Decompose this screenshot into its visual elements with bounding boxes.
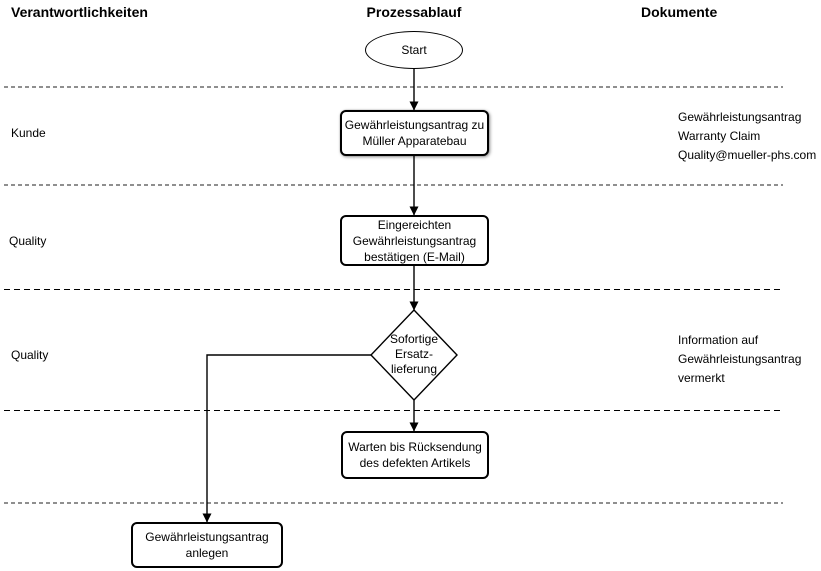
lane-divider-5 [4, 502, 783, 504]
process-box-warranty-claim-to-mueller: Gewährleistungsantrag zu Müller Apparate… [340, 110, 489, 156]
decision-diamond-label: Sofortige Ersatz- lieferung [389, 332, 439, 376]
lane-divider-2 [4, 184, 783, 186]
column-header-documents: Dokumente [641, 4, 718, 20]
process-box-create-claim: Gewährleistungsantrag anlegen [131, 522, 283, 568]
process-box-confirm-claim: Eingereichten Gewährleistungsantrag best… [340, 215, 489, 266]
connector-decision-to-box4 [202, 354, 371, 523]
decision-diamond-shape [370, 308, 458, 402]
responsible-label-kunde: Kunde [11, 126, 46, 140]
process-box-wait-for-return: Warten bis Rücksendung des defekten Arti… [341, 431, 489, 479]
lane-divider-1 [4, 86, 783, 88]
column-header-process: Prozessablauf [366, 4, 462, 20]
start-node: Start [365, 31, 463, 69]
responsible-label-quality-1: Quality [9, 234, 47, 248]
responsible-label-quality-2: Quality [11, 348, 49, 362]
document-note-warranty-claim: Gewährleistungsantrag Warranty Claim Qua… [678, 110, 817, 162]
column-header-responsibilities: Verantwortlichkeiten [11, 4, 148, 20]
lane-divider-4 [4, 410, 783, 411]
document-note-information: Information auf Gewährleistungsantrag ve… [678, 333, 802, 385]
lane-divider-3 [4, 289, 783, 290]
